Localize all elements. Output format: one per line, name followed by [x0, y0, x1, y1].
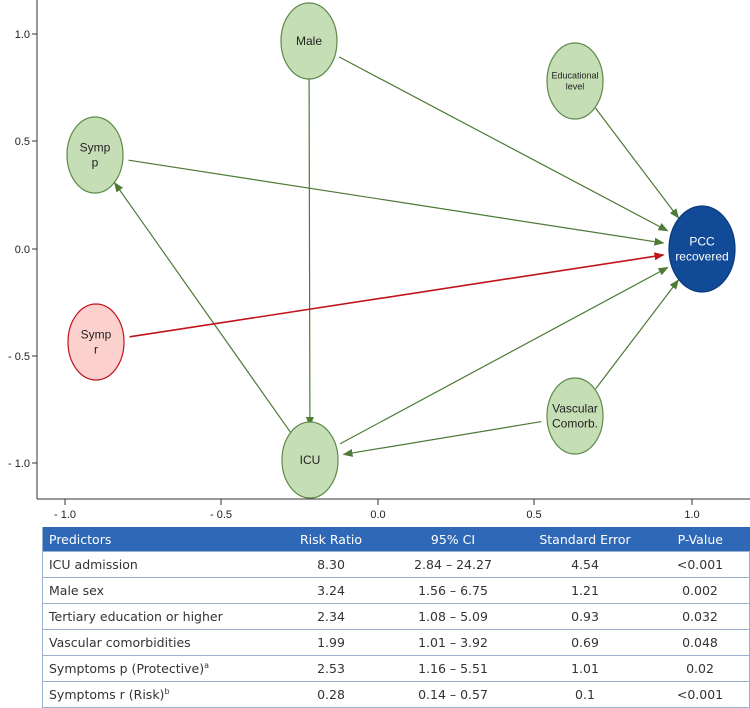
y-tick-label: - 0.5 — [8, 351, 30, 363]
edge-sympr-to-pcc — [129, 252, 665, 338]
standard-error-cell: 1.01 — [519, 655, 651, 682]
p-value-cell: 0.032 — [651, 603, 750, 630]
edge-sympp-to-pcc — [128, 159, 665, 246]
edge-vasc-to-icu — [342, 420, 542, 457]
node-label: Symp — [81, 328, 112, 342]
col-header: P-Value — [651, 527, 750, 552]
standard-error-cell: 4.54 — [519, 551, 651, 578]
footnote-marker: b — [164, 686, 170, 696]
ci-cell: 2.84 – 24.27 — [387, 551, 519, 578]
predictor-name: Vascular comorbidities — [49, 635, 191, 651]
predictor-name: Tertiary education or higher — [49, 609, 223, 625]
y-tick-label: 1.0 — [15, 29, 30, 41]
risk-ratio-cell: 1.99 — [275, 629, 387, 656]
predictor-name: Symptoms r (Risk) — [49, 687, 165, 703]
node-label: ICU — [300, 453, 321, 467]
col-header: 95% CI — [387, 527, 519, 552]
p-value-cell: <0.001 — [651, 681, 750, 708]
ci-cell: 1.16 – 5.51 — [387, 655, 519, 682]
predictors-table: Predictors Risk Ratio 95% CI Standard Er… — [42, 527, 750, 708]
standard-error-cell: 0.93 — [519, 603, 651, 630]
node-shape — [546, 377, 604, 455]
risk-ratio-cell: 2.34 — [275, 603, 387, 630]
dag-diagram: 1.0 0.5 0.0 - 0.5 - 1.0 - 1.0 - 0.5 0.0 0.5 1.0 Ma… — [8, 0, 750, 520]
node-shape — [280, 2, 338, 80]
edge-icu-to-sympp — [114, 181, 291, 433]
edge-vasc-to-pcc — [595, 279, 679, 390]
predictor-cell: ICU admission — [42, 551, 275, 578]
node-label: level — [566, 82, 585, 92]
p-value-cell: 0.002 — [651, 577, 750, 604]
node-label: recovered — [675, 250, 728, 264]
col-header: Risk Ratio — [275, 527, 387, 552]
node-male: Male — [280, 2, 338, 80]
node-label: Male — [296, 34, 322, 48]
predictor-name: Symptoms p (Protective) — [49, 661, 205, 677]
risk-ratio-cell: 0.28 — [275, 681, 387, 708]
standard-error-cell: 1.21 — [519, 577, 651, 604]
col-header: Predictors — [42, 527, 275, 552]
p-value-cell: <0.001 — [651, 551, 750, 578]
x-tick-label: - 0.5 — [210, 509, 232, 520]
p-value-cell: 0.02 — [651, 655, 750, 682]
y-tick-label: 0.5 — [15, 136, 30, 148]
predictor-cell: Symptoms r (Risk)b — [42, 681, 275, 708]
edge-male-to-icu — [305, 74, 314, 428]
standard-error-cell: 0.69 — [519, 629, 651, 656]
risk-ratio-cell: 3.24 — [275, 577, 387, 604]
x-tick-label: 1.0 — [684, 509, 699, 520]
y-tick-label: 0.0 — [15, 244, 30, 256]
standard-error-cell: 0.1 — [519, 681, 651, 708]
table-header-row: Predictors Risk Ratio 95% CI Standard Er… — [42, 527, 750, 552]
predictor-cell: Symptoms p (Protective)a — [42, 655, 275, 682]
col-header: Standard Error — [519, 527, 651, 552]
node-label: Vascular — [552, 402, 598, 416]
predictor-cell: Tertiary education or higher — [42, 603, 275, 630]
node-label: PCC — [689, 235, 715, 249]
node-shape — [546, 42, 604, 120]
node-label: r — [94, 343, 98, 357]
edge-icu-to-pcc — [339, 266, 669, 445]
edge-edu-to-pcc — [595, 107, 680, 219]
risk-ratio-cell: 2.53 — [275, 655, 387, 682]
x-tick-label: 0.0 — [370, 509, 385, 520]
node-label: p — [92, 156, 99, 170]
node-shape — [281, 421, 339, 499]
footnote-marker: a — [204, 660, 209, 670]
ci-cell: 1.56 – 6.75 — [387, 577, 519, 604]
node-icu: ICU — [281, 421, 339, 499]
x-tick-label: - 1.0 — [54, 509, 76, 520]
node-shape — [66, 116, 124, 194]
predictor-name: ICU admission — [49, 557, 138, 573]
node-label: Educational — [551, 71, 598, 81]
ci-cell: 1.01 – 3.92 — [387, 629, 519, 656]
edge-male-to-pcc — [338, 56, 669, 232]
x-tick-label: 0.5 — [526, 509, 541, 520]
node-label: Symp — [80, 141, 111, 155]
node-shape — [67, 303, 125, 381]
predictor-name: Male sex — [49, 583, 104, 599]
predictor-cell: Vascular comorbidities — [42, 629, 275, 656]
node-label: Comorb. — [552, 417, 598, 431]
y-tick-label: - 1.0 — [8, 458, 30, 470]
node-shape — [668, 205, 736, 293]
risk-ratio-cell: 8.30 — [275, 551, 387, 578]
ci-cell: 0.14 – 0.57 — [387, 681, 519, 708]
p-value-cell: 0.048 — [651, 629, 750, 656]
predictor-cell: Male sex — [42, 577, 275, 604]
ci-cell: 1.08 – 5.09 — [387, 603, 519, 630]
